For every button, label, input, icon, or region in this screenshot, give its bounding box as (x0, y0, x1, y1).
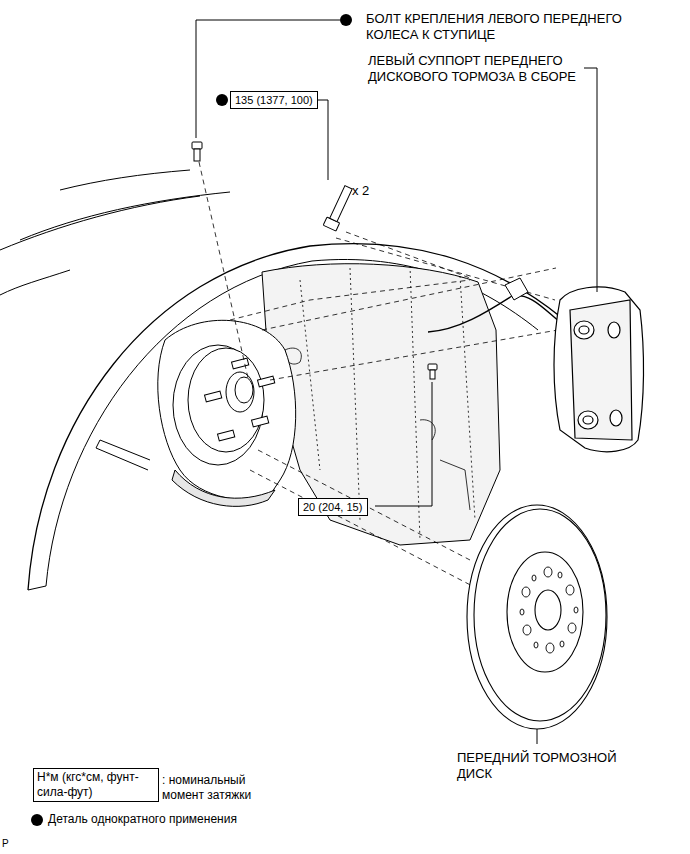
part-label: ПЕРЕДНИЙ ТОРМОЗНОЙ ДИСК (457, 750, 637, 782)
part-label: БОЛТ КРЕПЛЕНИЯ ЛЕВОГО ПЕРЕДНЕГО КОЛЕСА К… (366, 11, 628, 43)
torque-box: 20 (204, 15) (298, 498, 368, 516)
quantity-label: x 2 (352, 183, 369, 199)
legend-text: : номинальный момент затяжки (162, 773, 274, 803)
torque-value: Н*м (кгс*см, фунт-сила-фут) (37, 770, 155, 800)
torque-box: Н*м (кгс*см, фунт-сила-фут) (33, 768, 159, 802)
part-label: ЛЕВЫЙ СУППОРТ ПЕРЕДНЕГО ДИСКОВОГО ТОРМОЗ… (368, 53, 584, 85)
single-use-bullet (30, 813, 44, 827)
page-mark: P (2, 838, 9, 850)
legend-text: Деталь однократного применения (48, 812, 308, 827)
torque-box: 135 (1377, 100) (230, 91, 318, 109)
torque-value: 20 (204, 15) (303, 500, 363, 514)
torque-value: 135 (1377, 100) (235, 93, 313, 107)
